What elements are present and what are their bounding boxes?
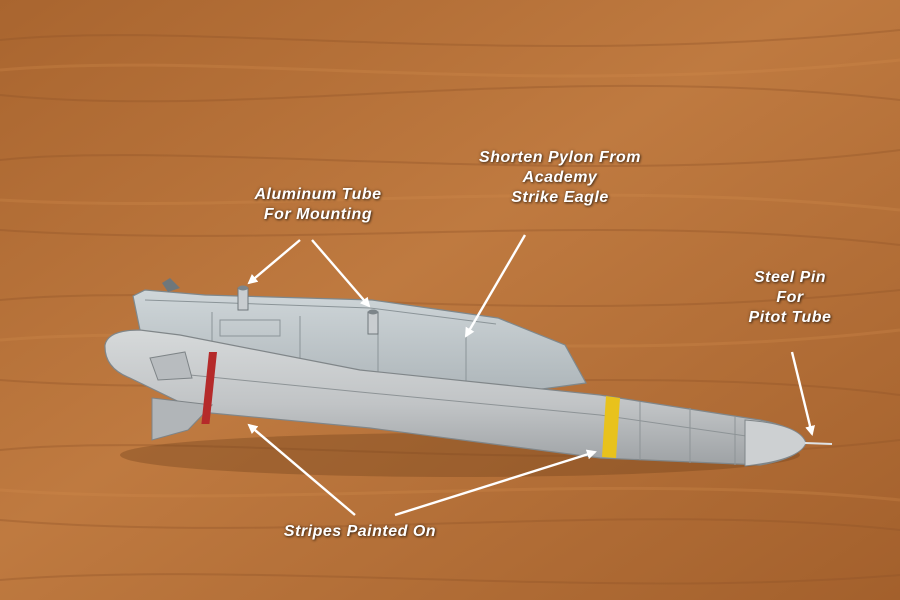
annotation-pylon-line1: Shorten Pylon From — [479, 149, 641, 166]
arrow-pylon — [464, 234, 527, 338]
annotation-arrows — [247, 234, 815, 517]
red-stripe — [201, 352, 218, 424]
annotation-steel-pin-line1: Steel Pin — [753, 269, 827, 286]
yellow-stripe — [602, 396, 620, 458]
annotation-stripes-line1: Stripes Painted On — [283, 523, 437, 540]
tail-fin-top — [149, 351, 193, 381]
arrow-tube-rear — [311, 239, 371, 308]
arrow-yellow-stripe — [394, 449, 597, 517]
aluminum-tube-front — [237, 285, 249, 311]
annotation-steel-pin-line2: For — [776, 289, 804, 306]
annotation-steel-pin: Steel Pin For Pitot Tube — [720, 268, 860, 328]
annotation-pylon-line2: Academy — [522, 169, 598, 186]
annotation-pylon: Shorten Pylon From Academy Strike Eagle — [440, 148, 680, 208]
missile-body — [104, 329, 807, 467]
arrow-pitot — [790, 351, 815, 436]
aluminum-tube-rear — [367, 309, 379, 335]
annotation-steel-pin-line3: Pitot Tube — [748, 309, 832, 326]
annotation-aluminum-tube: Aluminum Tube For Mounting — [228, 185, 408, 225]
annotation-aluminum-tube-line1: Aluminum Tube — [254, 186, 382, 203]
tail-fin-bottom — [151, 397, 214, 441]
annotation-pylon-line3: Strike Eagle — [511, 189, 609, 206]
arrow-red-stripe — [247, 423, 356, 516]
annotation-stripes: Stripes Painted On — [240, 522, 480, 542]
arrow-tube-front — [247, 239, 301, 285]
steel-pitot-pin — [804, 442, 833, 445]
annotation-aluminum-tube-line2: For Mounting — [263, 206, 373, 223]
